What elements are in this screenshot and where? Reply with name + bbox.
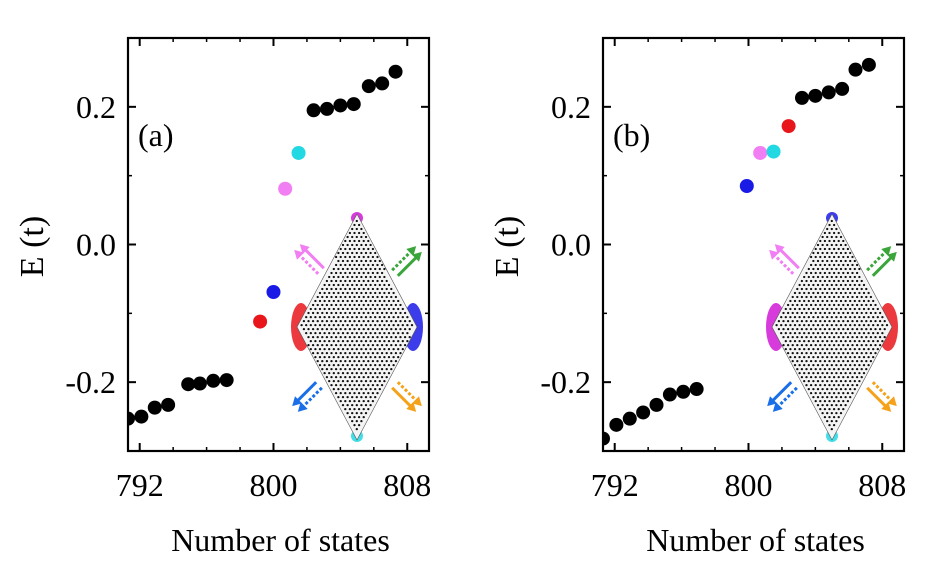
data-point [375, 76, 390, 91]
y-axis-label: E (t) [489, 216, 526, 277]
data-point [662, 387, 677, 402]
x-tick-label: 800 [249, 467, 297, 503]
x-axis-label: Number of states [171, 522, 390, 558]
panel-label: (b) [613, 117, 650, 153]
inset-lattice [291, 212, 423, 442]
data-point [781, 119, 796, 134]
x-tick-label: 808 [383, 467, 431, 503]
data-point [649, 397, 664, 412]
arrow-upper-right [866, 246, 897, 277]
y-axis-label: E (t) [14, 216, 51, 277]
data-point [766, 144, 781, 159]
lattice-sites [300, 219, 414, 431]
data-point [636, 405, 651, 420]
data-point [603, 431, 610, 446]
data-points [128, 64, 403, 426]
data-point [676, 384, 691, 399]
x-axis-label: Number of states [646, 522, 865, 558]
data-point [835, 81, 850, 96]
data-point [319, 101, 334, 116]
x-tick-label: 792 [591, 467, 639, 503]
arrow-upper-right [391, 246, 422, 277]
data-point [266, 284, 281, 299]
x-tick-label: 808 [858, 467, 906, 503]
data-point [219, 373, 234, 388]
arrow-lower-right [866, 381, 897, 412]
data-point [161, 397, 176, 412]
data-point [306, 103, 321, 118]
data-points [603, 57, 876, 446]
data-point [821, 85, 836, 100]
arrow-upper-left [294, 244, 325, 275]
y-tick-label: 0.0 [551, 227, 591, 263]
arrow-lower-left [767, 381, 798, 412]
data-point [361, 79, 376, 94]
y-tick-label: 0.2 [551, 89, 591, 125]
data-point [753, 145, 768, 160]
y-tick-label: 0.2 [76, 89, 116, 125]
data-point [134, 409, 149, 424]
data-point [739, 178, 754, 193]
y-tick-label: -0.2 [540, 364, 591, 400]
data-point [609, 417, 624, 432]
data-point [181, 377, 196, 392]
data-point [333, 98, 348, 113]
data-point [128, 411, 135, 426]
lattice-sites [775, 219, 889, 431]
data-point [848, 62, 863, 77]
y-tick-label: 0.0 [76, 227, 116, 263]
data-point [689, 382, 704, 397]
data-point [192, 376, 207, 391]
y-tick-label: -0.2 [65, 364, 116, 400]
data-point [206, 373, 221, 388]
data-point [291, 145, 306, 160]
data-point [253, 314, 268, 329]
data-point [622, 411, 637, 426]
data-point [278, 181, 293, 196]
x-tick-label: 792 [116, 467, 164, 503]
data-point [861, 57, 876, 72]
inset-lattice [766, 212, 898, 442]
x-tick-label: 800 [724, 467, 772, 503]
data-point [794, 90, 809, 105]
data-point [346, 97, 361, 112]
arrow-upper-left [769, 244, 800, 275]
lattice-rhombus [296, 213, 418, 441]
data-point [808, 88, 823, 103]
panel-label: (a) [138, 117, 174, 153]
data-point [147, 400, 162, 415]
arrow-lower-left [292, 381, 323, 412]
arrow-lower-right [391, 381, 422, 412]
data-point [388, 64, 403, 79]
lattice-rhombus [771, 213, 893, 441]
